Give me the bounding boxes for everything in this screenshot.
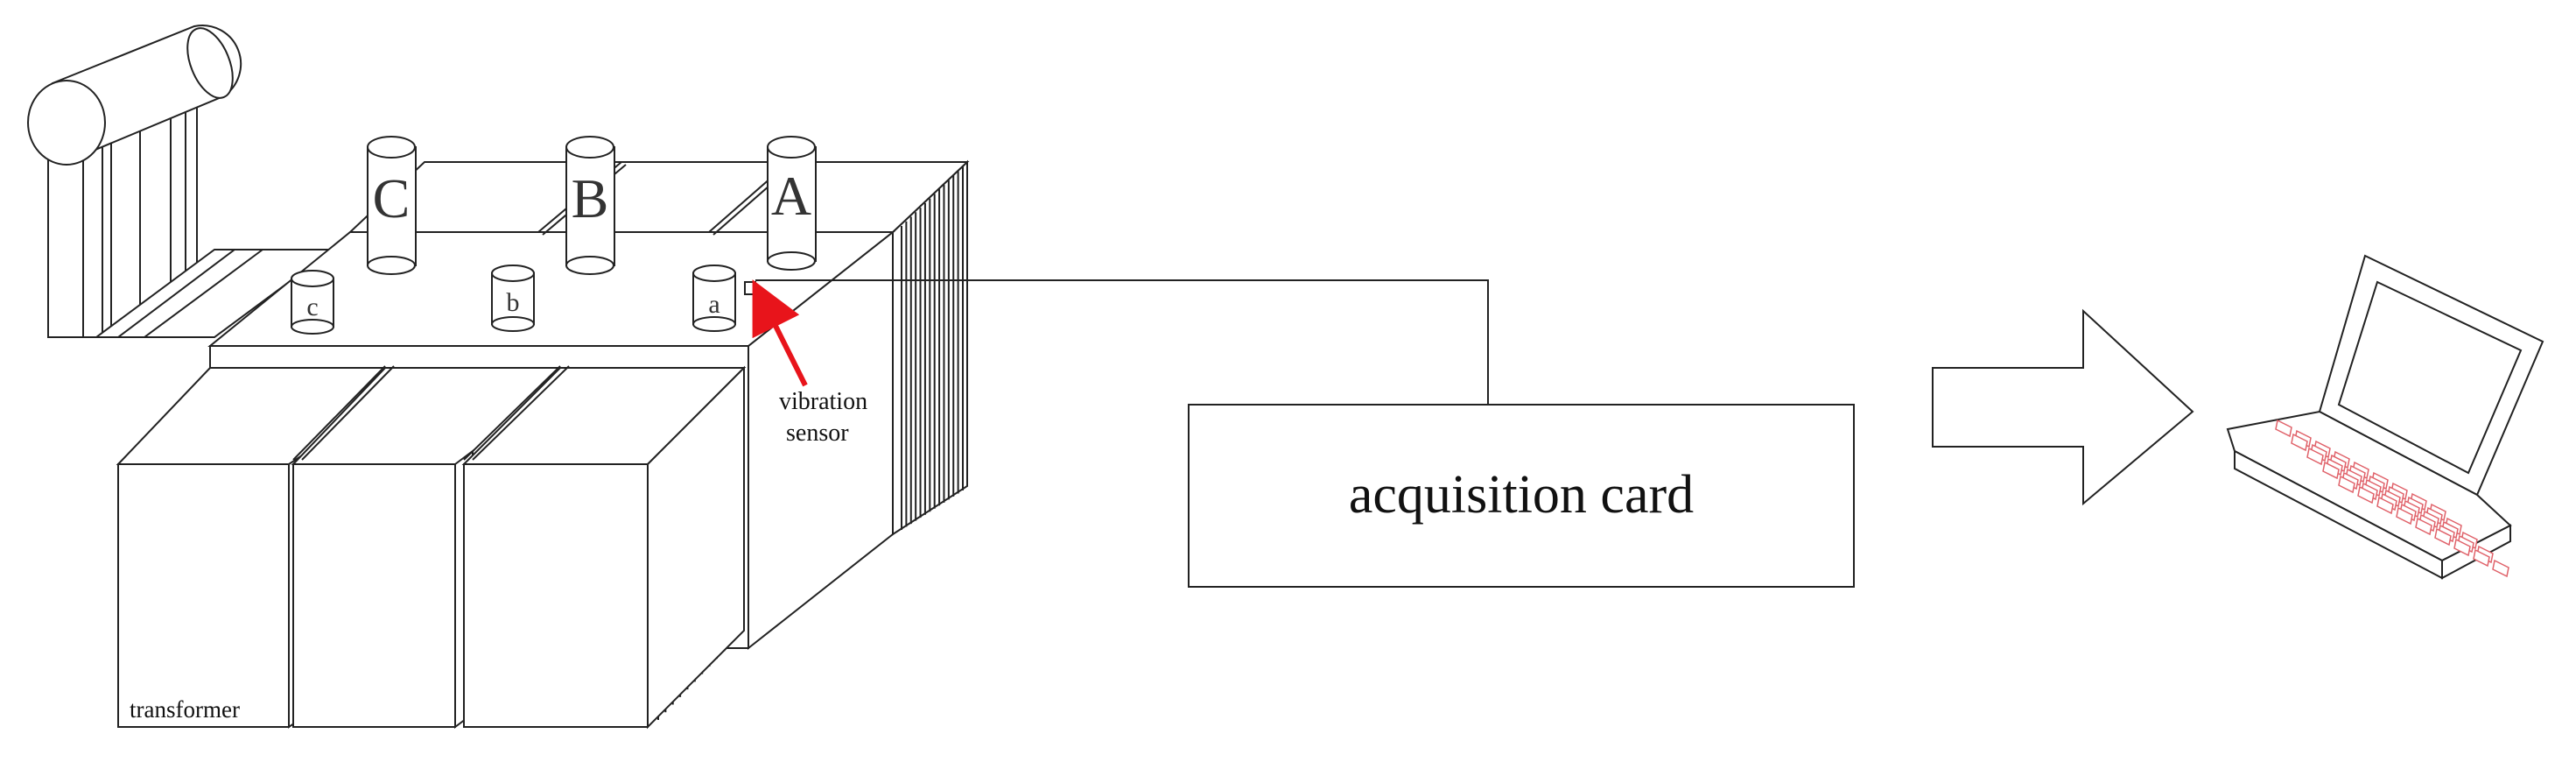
laptop-key xyxy=(2275,419,2292,438)
bushing-label-B: B xyxy=(572,167,609,229)
bushing-B: B xyxy=(565,136,615,275)
radiator-block-2 xyxy=(291,367,572,729)
bushing-a: a xyxy=(692,265,736,332)
laptop-key xyxy=(2492,559,2509,578)
bushing-C: C xyxy=(367,136,417,275)
right-arrow-icon xyxy=(1932,308,2194,506)
acquisition-card: acquisition card xyxy=(1188,404,1855,588)
cooling-fins-right xyxy=(901,166,964,530)
bushing-label-C: C xyxy=(373,167,411,229)
bushing-label-b: b xyxy=(507,288,520,317)
radiator-block-3 xyxy=(461,365,747,730)
bushing-A: A xyxy=(767,136,817,271)
laptop-key xyxy=(2376,496,2394,515)
laptop-key xyxy=(2357,485,2375,504)
vibration-sensor xyxy=(744,281,756,295)
radiator-blocks xyxy=(116,365,747,730)
laptop-key xyxy=(2473,548,2490,568)
laptop-key xyxy=(2453,538,2471,557)
laptop-icon xyxy=(2226,254,2544,580)
laptop-keyboard xyxy=(2275,419,2509,578)
bushing-c: c xyxy=(291,270,334,335)
laptop-key xyxy=(2291,433,2308,452)
bushing-label-a: a xyxy=(708,290,719,319)
laptop-key xyxy=(2434,527,2452,547)
transformer-label: transformer xyxy=(130,696,240,723)
laptop-key xyxy=(2338,475,2355,494)
bushing-label-A: A xyxy=(771,165,811,227)
laptop-key xyxy=(2322,461,2340,480)
sensor-label-line1: vibration xyxy=(779,388,867,415)
acquisition-card-label: acquisition card xyxy=(1349,465,1694,525)
low-voltage-bushings: c b a xyxy=(291,265,736,335)
laptop-key xyxy=(2415,517,2432,536)
sensor-label-line2: sensor xyxy=(786,420,849,447)
connecting-pipe xyxy=(93,249,336,338)
high-voltage-bushings: C B A xyxy=(367,136,817,275)
laptop-key xyxy=(2396,506,2413,526)
bushing-b: b xyxy=(491,265,535,332)
bushing-label-c: c xyxy=(306,293,318,321)
red-arrow-icon xyxy=(752,279,808,387)
signal-cable xyxy=(755,279,1489,405)
laptop-key xyxy=(2306,447,2324,466)
transformer-group: C B A c xyxy=(27,25,970,730)
